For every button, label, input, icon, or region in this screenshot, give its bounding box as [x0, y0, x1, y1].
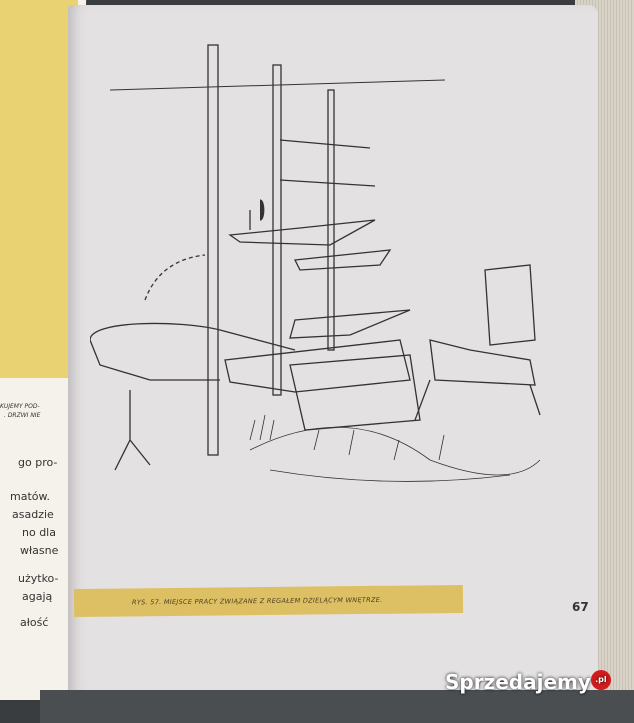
left-caption-line: . DRZWI NIE	[4, 412, 41, 419]
watermark-logo: Sprzedajemy.pl	[445, 670, 611, 694]
figure-caption: RYS. 57. MIEJSCE PRACY ZWIĄZANE Z REGAŁE…	[131, 595, 383, 607]
shelf-illustration	[90, 44, 541, 482]
figure-caption-band: RYS. 57. MIEJSCE PRACY ZWIĄZANE Z REGAŁE…	[73, 584, 464, 618]
left-text-line: własne	[20, 544, 59, 557]
left-text-line: no dla	[22, 526, 56, 539]
left-text-line: agają	[22, 590, 53, 603]
left-page-illustration-band	[0, 0, 78, 378]
left-caption-line: KUJEMY POD-	[0, 403, 40, 410]
watermark-suffix: .pl	[590, 670, 611, 690]
watermark-text: Sprzedajemy	[445, 670, 591, 694]
left-text-line: ałość	[20, 616, 49, 629]
left-text-line: asadzie	[12, 508, 54, 521]
left-text-line: go pro-	[18, 456, 58, 469]
left-text-line: użytko-	[18, 572, 59, 585]
left-text-line: matów.	[10, 490, 50, 503]
page-number: 67	[572, 600, 589, 614]
table-surface	[40, 690, 634, 723]
